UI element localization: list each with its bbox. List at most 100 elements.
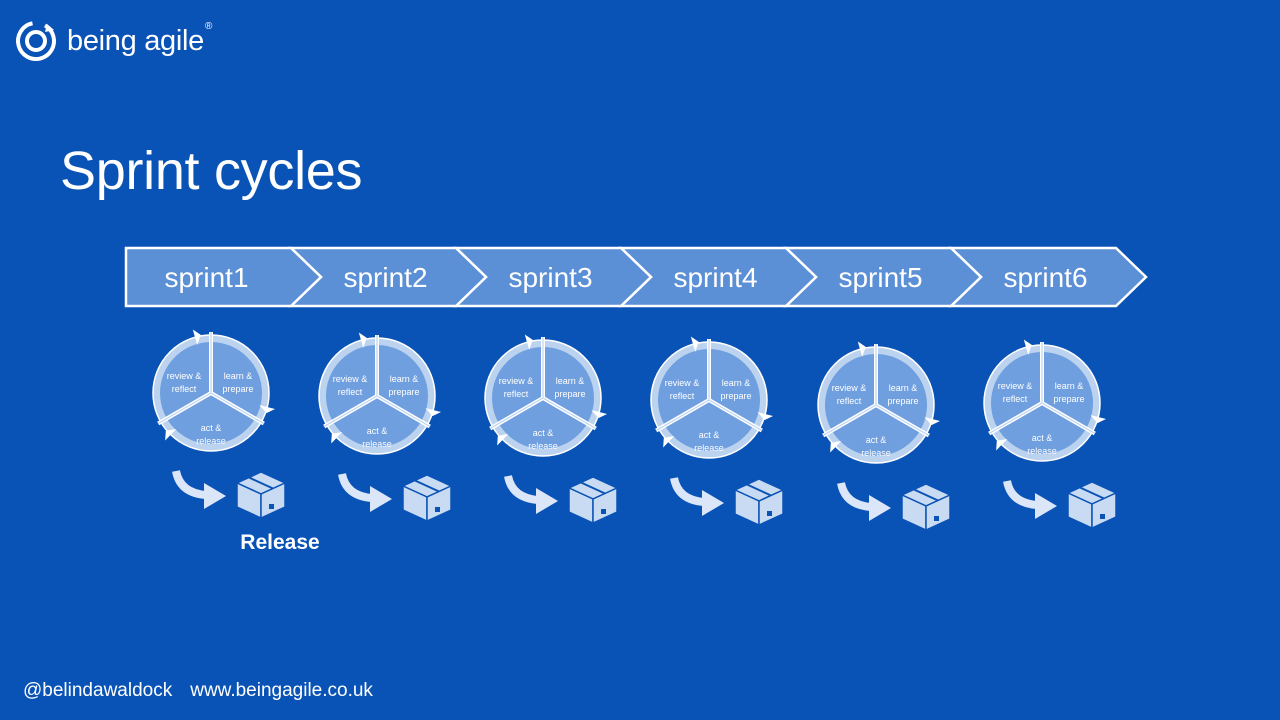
cycle-label-review: review &: [167, 371, 202, 381]
cycle-divider-inner: [822, 404, 877, 437]
box-label: [269, 504, 274, 509]
cycle-label-act: act &: [533, 428, 554, 438]
cycle-arrowhead: [524, 334, 533, 350]
cycle-arrowhead: [192, 329, 201, 345]
cycle-arrowhead: [591, 410, 608, 419]
box-tape: [1079, 486, 1105, 500]
cycle-arrowhead: [757, 412, 774, 421]
box-label: [601, 509, 606, 514]
cycle-arrowhead: [425, 408, 442, 417]
cycle-divider-inner: [655, 399, 710, 432]
cycle-label-learn: prepare: [720, 391, 751, 401]
box-right: [426, 484, 452, 523]
cycle-divider-inner: [875, 404, 930, 437]
box-tape: [248, 476, 274, 490]
box-label: [435, 507, 440, 512]
cycle-label-learn: learn &: [889, 383, 918, 393]
cycle-arrowhead: [497, 433, 509, 446]
cycle-label-review: reflect: [837, 396, 862, 406]
cycle-label-act: act &: [699, 430, 720, 440]
cycle-label-learn: prepare: [887, 396, 918, 406]
cycle-arrowhead: [1090, 415, 1107, 424]
sprint-cycle: review & reflect learn & prepare act & releas…: [318, 332, 442, 455]
cycle-divider-inner: [708, 399, 763, 432]
cycle-divider-inner: [489, 397, 544, 430]
cycle-label-review: reflect: [504, 389, 529, 399]
curved-arrow-icon: [1003, 480, 1057, 519]
box-label: [1100, 514, 1105, 519]
cycle-label-review: review &: [998, 381, 1033, 391]
cycle-label-learn: learn &: [722, 378, 751, 388]
twitter-handle: @belindawaldock: [23, 680, 173, 701]
cycle-divider-inner: [323, 395, 378, 428]
box-right: [758, 488, 784, 527]
cycle-arrowhead: [165, 428, 177, 441]
package-box-icon: [1066, 481, 1118, 530]
arrow-shaft: [1003, 480, 1038, 509]
cycle-label-learn: learn &: [556, 376, 585, 386]
cycle-arrowhead: [690, 336, 699, 352]
cycle-label-review: review &: [665, 378, 700, 388]
box-tape: [746, 483, 772, 497]
sprint-label: sprint6: [1003, 262, 1087, 293]
box-tape: [580, 481, 606, 495]
brand: being agile®: [14, 18, 212, 64]
cycle-label-act: release: [861, 448, 891, 458]
website-url: www.beingagile.co.uk: [190, 680, 373, 701]
cycle-label-review: review &: [499, 376, 534, 386]
curved-arrow-icon: [172, 470, 226, 509]
cycle-arrowhead: [331, 431, 343, 444]
cycle-divider-inner: [157, 392, 212, 425]
cycle-label-review: review &: [832, 383, 867, 393]
box-right: [592, 486, 618, 525]
arrow-head: [702, 490, 724, 516]
footer: @belindawaldock www.beingagile.co.uk: [23, 680, 373, 702]
box-right: [925, 493, 951, 532]
cycle-label-act: release: [362, 439, 392, 449]
sprint-label: sprint2: [343, 262, 427, 293]
box-label: [767, 511, 772, 516]
cycle-label-act: act &: [201, 423, 222, 433]
being-agile-logo-icon: [16, 21, 56, 61]
brand-name: being agile®: [67, 20, 213, 57]
cycle-divider-inner: [988, 402, 1043, 435]
curved-arrow-icon: [504, 475, 558, 514]
cycle-divider-inner: [1041, 402, 1096, 435]
sprint-label: sprint3: [508, 262, 592, 293]
box-right: [1091, 491, 1117, 530]
cycle-arrowhead: [924, 417, 941, 426]
box-tape: [913, 488, 939, 502]
box-tape: [414, 479, 440, 493]
cycle-label-review: reflect: [338, 387, 363, 397]
cycle-divider-inner: [542, 397, 597, 430]
curved-arrow-icon: [670, 477, 724, 516]
arrow-shaft: [172, 470, 207, 499]
package-box-icon: [733, 478, 785, 527]
cycle-arrowhead: [1023, 339, 1032, 355]
cycle-label-review: reflect: [1003, 394, 1028, 404]
box-label: [934, 516, 939, 521]
arrow-head: [204, 483, 226, 509]
arrow-shaft: [670, 477, 705, 506]
sprint-chevron: [124, 246, 323, 308]
sprint-label: sprint4: [673, 262, 757, 293]
page-title: Sprint cycles: [60, 141, 363, 201]
release-label: Release: [240, 531, 319, 554]
cycle-label-act: act &: [367, 426, 388, 436]
cycle-label-learn: prepare: [554, 389, 585, 399]
package-box-icon: [401, 474, 453, 523]
cycle-label-act: release: [1027, 446, 1057, 456]
sprint-label: sprint5: [838, 262, 922, 293]
cycle-label-learn: prepare: [388, 387, 419, 397]
cycle-label-review: review &: [333, 374, 368, 384]
arrow-head: [370, 486, 392, 512]
cycle-label-learn: learn &: [390, 374, 419, 384]
cycle-arrowhead: [663, 435, 675, 448]
cycle-label-learn: learn &: [224, 371, 253, 381]
cycle-label-learn: learn &: [1055, 381, 1084, 391]
cycle-label-act: release: [196, 436, 226, 446]
cycle-label-act: act &: [866, 435, 887, 445]
box-right: [260, 481, 286, 520]
